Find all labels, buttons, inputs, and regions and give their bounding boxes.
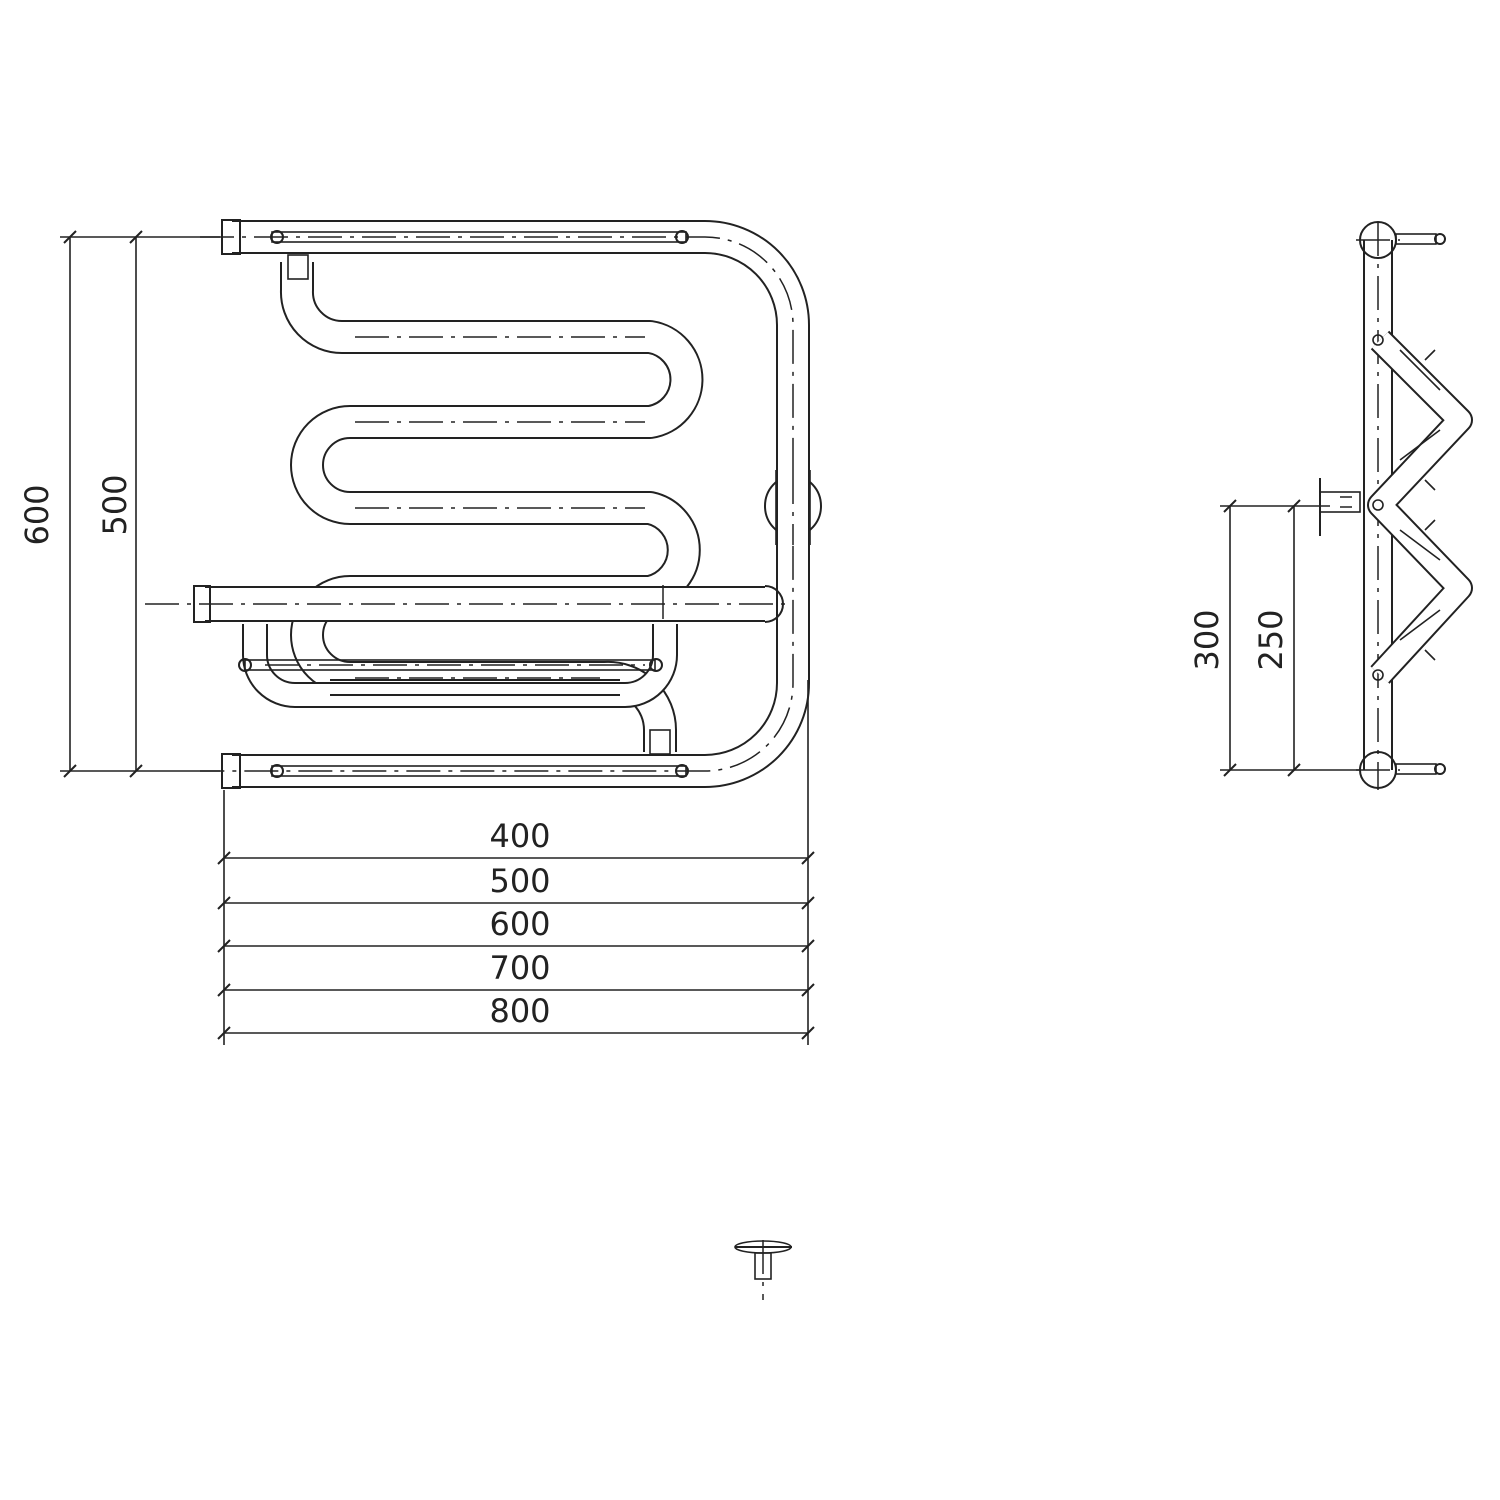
bolt-icon <box>270 764 284 778</box>
dim-width-500: 500 <box>489 862 550 900</box>
bolt-icon <box>270 230 284 244</box>
top-view <box>145 585 792 1300</box>
wall-mount-side <box>1319 491 1361 513</box>
bolt-icon <box>675 230 689 244</box>
width-dimensions: 400 500 600 700 800 <box>217 680 815 1045</box>
dim-width-600: 600 <box>489 905 550 943</box>
bolt-icon <box>1434 763 1446 775</box>
dim-width-800: 800 <box>489 992 550 1030</box>
top-view-bar <box>244 659 656 671</box>
dim-height-500: 500 <box>96 474 134 535</box>
side-view: 300 250 <box>1188 221 1473 790</box>
dim-side-300: 300 <box>1188 609 1226 670</box>
pipe-end-cap-top <box>221 219 241 255</box>
bolt-icon <box>649 658 663 672</box>
dim-width-700: 700 <box>489 949 550 987</box>
pipe-end-cap-bottom <box>221 753 241 789</box>
bolt-icon <box>238 658 252 672</box>
bolt-icon <box>675 764 689 778</box>
bolt-icon <box>1434 233 1446 245</box>
dim-width-400: 400 <box>489 817 550 855</box>
front-view: 600 500 400 500 600 700 800 <box>18 219 822 1045</box>
dim-height-600: 600 <box>18 484 56 545</box>
main-c-pipe <box>200 219 822 789</box>
dim-side-250: 250 <box>1252 609 1290 670</box>
height-dimensions: 600 500 <box>18 230 220 778</box>
